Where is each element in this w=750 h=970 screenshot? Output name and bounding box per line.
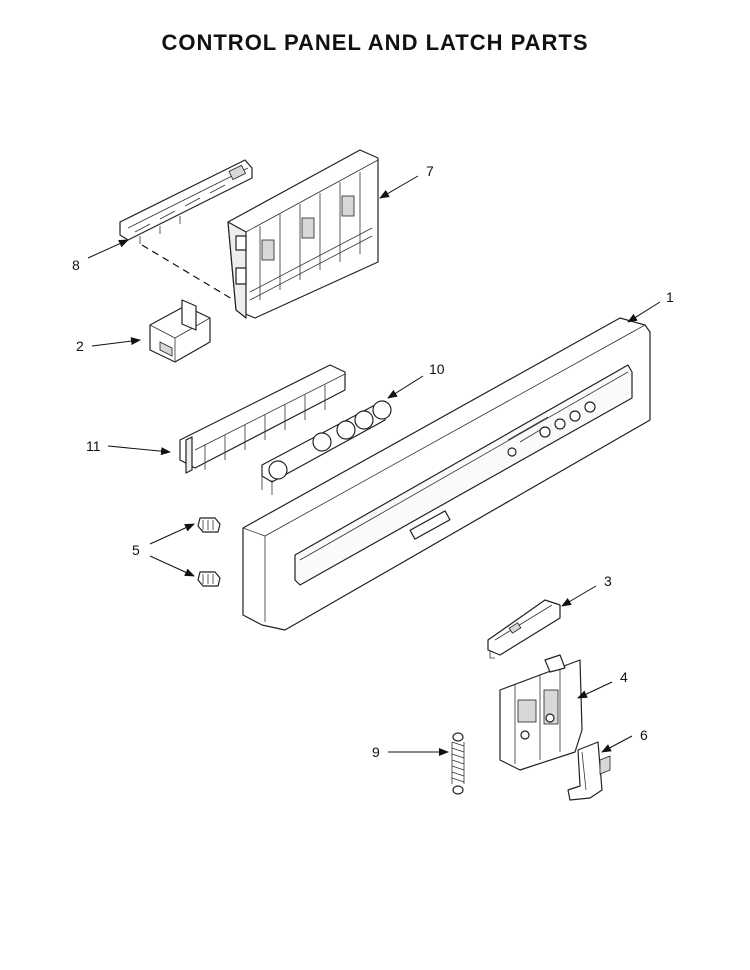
- callout-1: 1: [666, 289, 674, 305]
- part-9-spring: [451, 732, 465, 795]
- part-7-control-board: [227, 149, 379, 319]
- leader-lines: [87, 175, 661, 756]
- callout-10: 10: [429, 361, 445, 377]
- part-3-latch-handle: [487, 599, 561, 659]
- callout-3: 3: [604, 573, 612, 589]
- callout-7: 7: [426, 163, 434, 179]
- part-5-screw-lower: [197, 571, 221, 587]
- part-4-door-latch: [499, 654, 583, 771]
- callout-9: 9: [372, 744, 380, 760]
- part-5-screw-upper: [197, 517, 221, 533]
- part-6-latch-strike: [567, 741, 611, 801]
- part-8-bracket: [119, 159, 253, 244]
- connection-line: [141, 244, 243, 306]
- part-1-control-panel: [242, 317, 651, 631]
- part-10-11-switch-assembly: [179, 364, 392, 495]
- callout-6: 6: [640, 727, 648, 743]
- callout-5: 5: [132, 542, 140, 558]
- callout-11: 11: [86, 438, 101, 454]
- callout-8: 8: [72, 257, 80, 273]
- callout-2: 2: [76, 338, 84, 354]
- part-2-bracket: [149, 299, 211, 363]
- callout-4: 4: [620, 669, 628, 685]
- diagram-title: CONTROL PANEL AND LATCH PARTS: [161, 30, 589, 55]
